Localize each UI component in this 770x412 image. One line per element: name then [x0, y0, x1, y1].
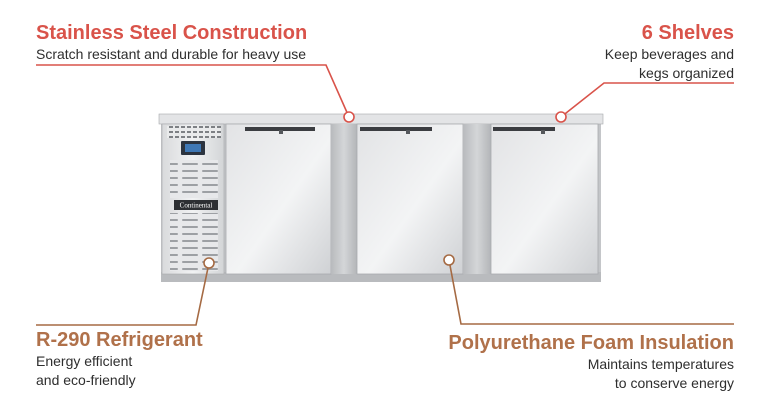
door-center [356, 123, 464, 275]
callout-insulation: Polyurethane Foam Insulation Maintains t… [448, 331, 734, 393]
door-lock [541, 130, 545, 134]
brand-label: Continental [180, 202, 213, 210]
base-kick [161, 272, 601, 282]
callout-shelves: 6 Shelves Keep beverages and kegs organi… [605, 21, 734, 83]
callout-description: Scratch resistant and durable for heavy … [36, 46, 307, 62]
callout-description-line-2: kegs organized [639, 65, 734, 81]
callout-description-line-1: Keep beverages and [604, 46, 734, 62]
door-right [490, 123, 599, 275]
callout-refrigerant: R-290 Refrigerant Energy efficient and e… [36, 328, 203, 390]
callout-title: 6 Shelves [641, 22, 734, 44]
door-handle [245, 127, 315, 131]
callout-description-line-2: and eco-friendly [36, 372, 136, 388]
leader-lines-brown [36, 259, 734, 326]
callout-title: R-290 Refrigerant [36, 329, 203, 351]
callout-description-line-1: Maintains temperatures [587, 356, 734, 372]
callout-stainless-steel: Stainless Steel Construction Scratch res… [36, 21, 307, 64]
compressor-panel: Continental [161, 123, 225, 275]
door-divider [331, 124, 357, 274]
callout-markers [203, 111, 567, 269]
marker-stainless-dot [343, 111, 355, 123]
marker-shelves-dot [555, 111, 567, 123]
callout-description-line-2: to conserve energy [614, 375, 734, 391]
door-lock [406, 130, 410, 134]
callout-description-line-1: Energy efficient [36, 353, 133, 369]
door-handle [493, 127, 555, 131]
door-lock [279, 130, 283, 134]
door-divider [463, 124, 491, 274]
display-screen-icon [185, 144, 201, 152]
marker-refrigerant-dot [203, 257, 215, 269]
marker-insulation-dot [443, 254, 455, 266]
bar-refrigerator: Continental [158, 113, 604, 282]
callout-title: Stainless Steel Construction [36, 22, 308, 44]
countertop [158, 113, 604, 125]
door-left [225, 123, 332, 275]
callout-title: Polyurethane Foam Insulation [448, 332, 734, 354]
door-handle [360, 127, 432, 131]
brand-badge [174, 200, 218, 210]
leader-lines-red [36, 64, 734, 118]
